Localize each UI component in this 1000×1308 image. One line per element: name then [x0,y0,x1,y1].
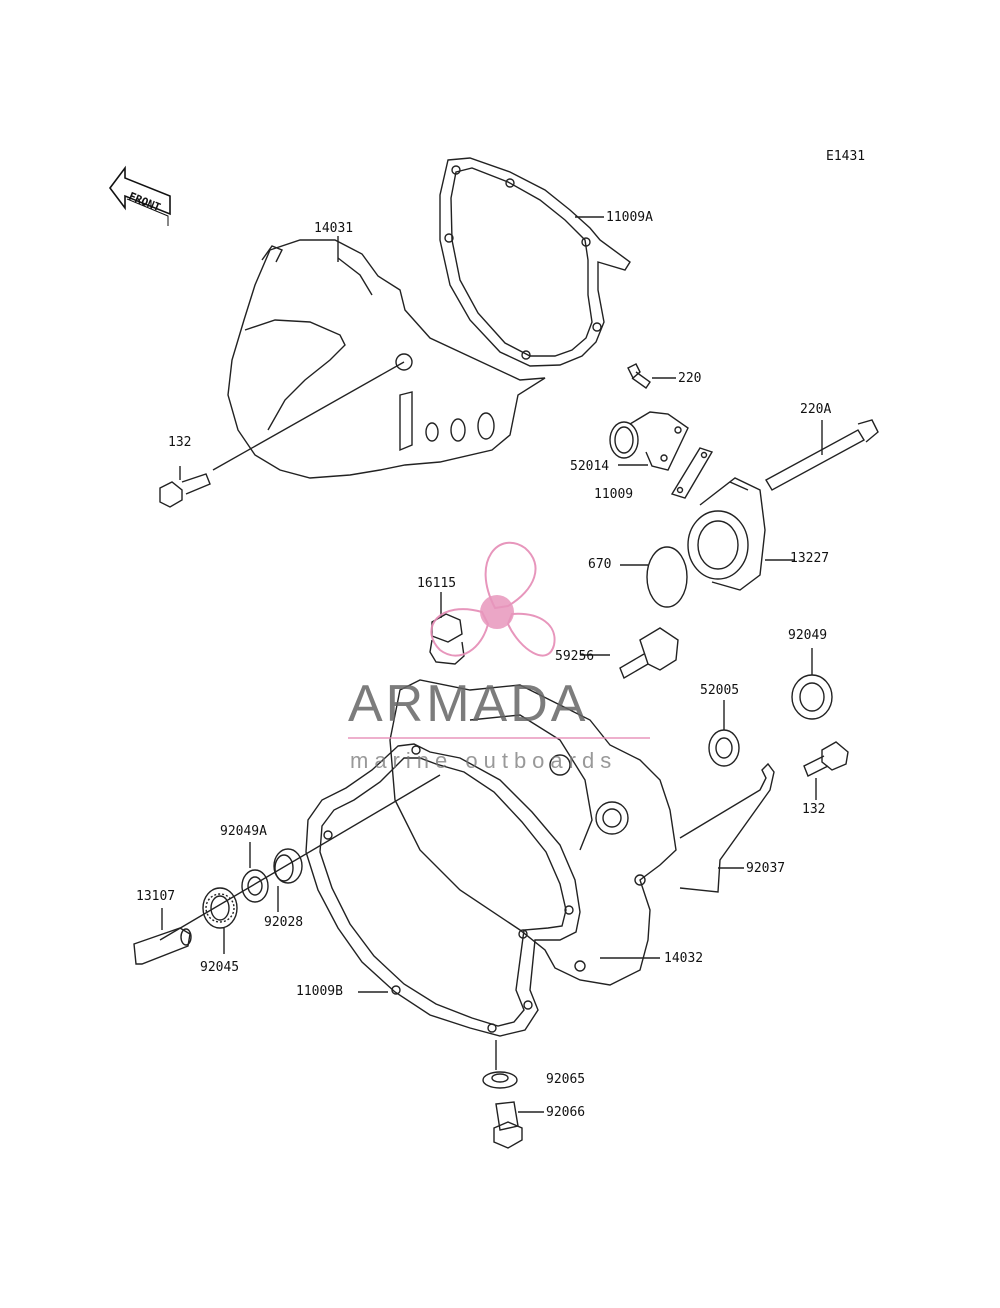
o-ring-670 [646,546,688,608]
part-label-92049: 92049 [788,628,828,643]
housing-13227 [687,477,795,591]
bearing-92045 [202,887,238,954]
part-label-220a: 220A [800,402,832,417]
collar-92028 [273,848,303,912]
part-label-13227: 13227 [790,551,830,566]
pipe-92037 [679,762,775,893]
part-label-92028: 92028 [264,915,304,930]
watermark-brand: ARMADA [348,675,589,733]
gasket-11009 [670,447,714,499]
seal-92049 [791,648,833,720]
gasket-11009a [439,157,631,367]
part-label-52014: 52014 [570,459,610,474]
part-label-92037: 92037 [746,861,786,876]
part-label-11009b: 11009B [296,984,343,999]
part-label-11009a: 11009A [606,210,653,225]
part-label-132-top: 132 [168,435,192,450]
washer-92065 [482,1040,518,1089]
part-label-92065: 92065 [546,1072,586,1087]
fitting-52014 [609,411,689,471]
part-label-14032: 14032 [664,951,704,966]
seal-52005 [708,700,740,767]
propeller-logo [430,541,556,657]
shaft-13107 [133,908,192,965]
cover-14031 [212,239,546,479]
front-arrow-icon: FRONT [109,165,171,226]
gasket-11009b [305,743,581,1037]
sensor-59256 [580,627,679,680]
figure-code: E1431 [826,149,866,164]
bolt-220a [765,419,879,491]
part-label-11009: 11009 [594,487,634,502]
part-label-670: 670 [588,557,612,572]
seal-92049a [241,842,269,903]
bolt-132-top [159,466,211,508]
part-label-16115: 16115 [417,576,457,591]
part-label-52005: 52005 [700,683,740,698]
part-label-13107: 13107 [136,889,176,904]
part-label-132-right: 132 [802,802,826,817]
bolt-92066 [493,1101,544,1149]
part-label-92066: 92066 [546,1105,586,1120]
part-label-220: 220 [678,371,702,386]
watermark-tagline: marine outboards [350,748,618,773]
part-label-14031: 14031 [314,221,354,236]
part-label-92049a: 92049A [220,824,267,839]
part-label-59256: 59256 [555,649,595,664]
bolt-220 [627,363,651,389]
part-label-92045: 92045 [200,960,240,975]
bolt-132-right [803,741,849,800]
cover-14032 [389,679,677,986]
